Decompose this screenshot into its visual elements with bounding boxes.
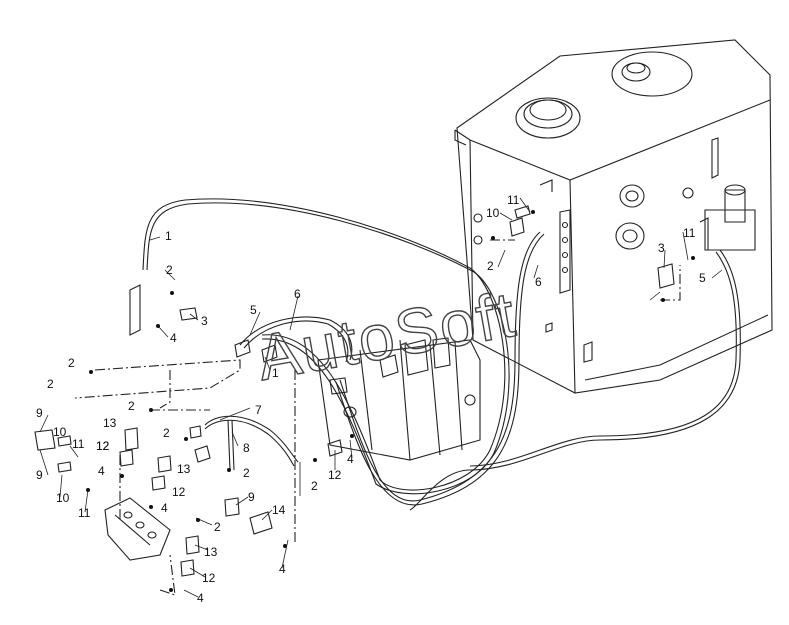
callout-label: 13: [204, 545, 218, 559]
callout-label: 12: [96, 439, 110, 453]
watermark: AutoSoft: [251, 277, 522, 395]
callout-label: 2: [47, 377, 54, 391]
callout-label: 1: [272, 366, 279, 380]
callout-label: 3: [658, 241, 665, 255]
callout-label: 10: [486, 206, 500, 220]
callout-label: 12: [172, 485, 186, 499]
callout-label: 10: [53, 425, 67, 439]
callout-label: 14: [272, 503, 286, 517]
callout-label: 9: [36, 468, 43, 482]
callout-label: 2: [68, 356, 75, 370]
callout-label: 13: [177, 462, 191, 476]
callout-dots: [86, 210, 695, 592]
leader-lines: [74, 239, 681, 596]
callout-label: 1: [165, 229, 172, 243]
callout-label: 4: [197, 591, 204, 605]
callout-label: 5: [699, 271, 706, 285]
hydraulic-tank: [454, 39, 773, 394]
callout-label: 12: [202, 571, 216, 585]
callout-label: 4: [170, 331, 177, 345]
callout-label: 4: [98, 464, 105, 478]
callout-label: 2: [166, 263, 173, 277]
callout-label: 6: [294, 287, 301, 301]
callout-leaders: [39, 197, 723, 598]
callout-label: 3: [201, 314, 208, 328]
callout-label: 12: [328, 468, 342, 482]
callout-label: 11: [78, 506, 91, 520]
callout-label: 13: [103, 416, 117, 430]
callout-label: 4: [279, 562, 286, 576]
callout-label: 8: [243, 441, 250, 455]
fittings: [34, 205, 675, 577]
callout-label: 2: [243, 466, 250, 480]
callout-label: 5: [250, 303, 257, 317]
control-valve: [317, 337, 481, 461]
callout-label: 4: [347, 452, 354, 466]
callout-label: 9: [248, 490, 255, 504]
callout-label: 11: [683, 226, 696, 240]
callout-label: 11: [507, 193, 520, 207]
callout-label: 7: [255, 403, 262, 417]
callout-label: 9: [36, 406, 43, 420]
callout-label: 2: [128, 399, 135, 413]
callout-label: 12: [96, 439, 110, 453]
callout-label: 2: [163, 426, 170, 440]
callout-label: 2: [214, 520, 221, 534]
pilot-valve-block: [104, 497, 171, 561]
hose-lines: [142, 198, 741, 511]
watermark-text: AutoSoft: [252, 278, 522, 394]
callout-labels: 1 1 2 2 2 2 2 2 2 2 2 3 3 4 4 4 4 4 4 5 …: [36, 193, 706, 605]
callout-label: 2: [487, 259, 494, 273]
callout-label: 4: [161, 501, 168, 515]
callout-label: 2: [311, 479, 318, 493]
callout-label: 6: [535, 275, 542, 289]
callout-label: 11: [72, 437, 85, 451]
callout-label: 10: [56, 491, 70, 505]
